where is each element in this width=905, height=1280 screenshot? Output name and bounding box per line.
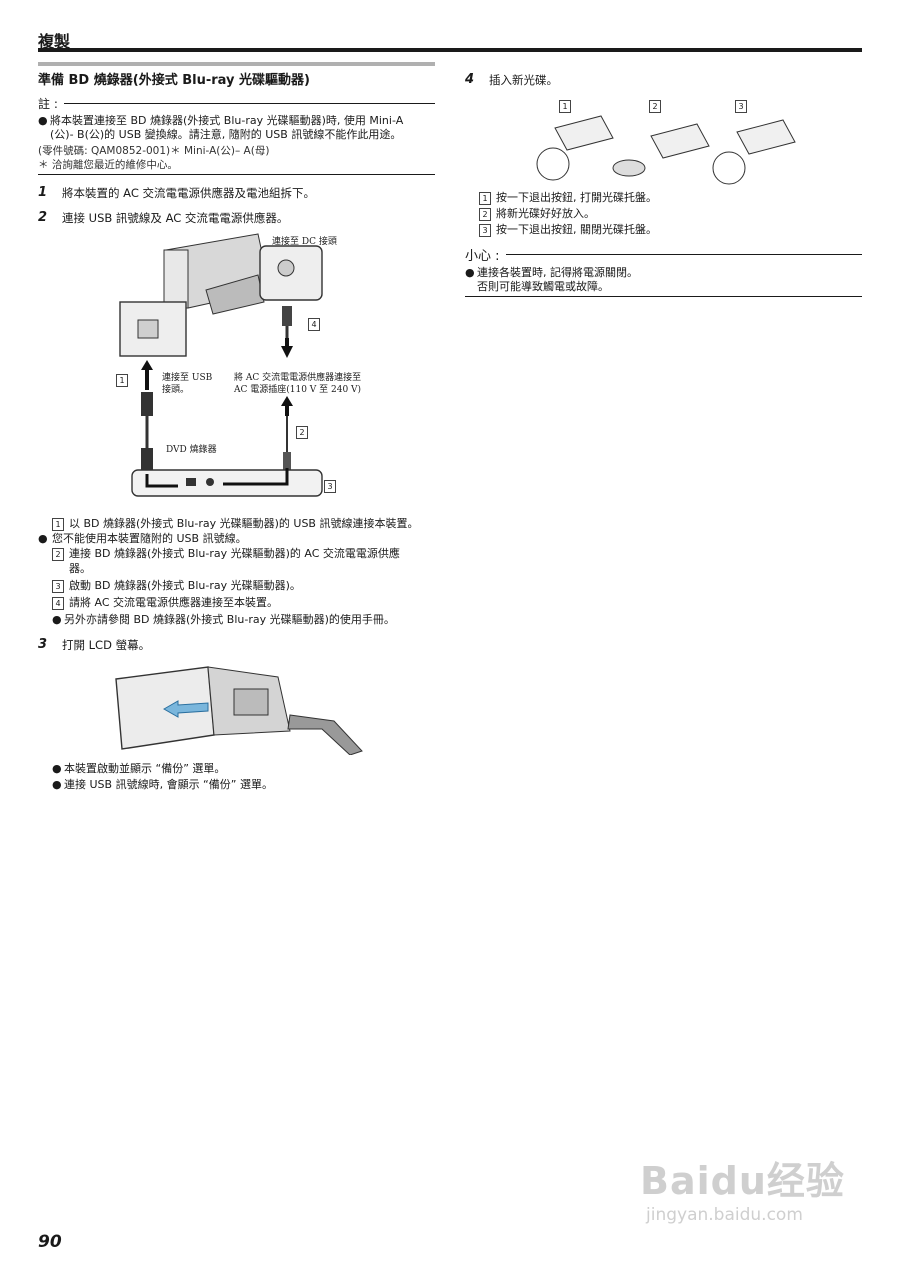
fig-box-3: 3 xyxy=(735,100,747,113)
baidu-watermark: Baidu经验 jingyan.baidu.com xyxy=(640,1150,845,1225)
bullet-text: 您不能使用本裝置隨附的 USB 訊號線。 xyxy=(52,532,247,545)
caution-text-2: 否則可能導致觸電或故障。 xyxy=(477,280,609,293)
connection-diagram: 連接至 DC 接頭 4 1 連接至 USB 接頭。 將 AC 交流電電源供應器連… xyxy=(38,230,435,512)
substep-text: 將新光碟好好放入。 xyxy=(496,207,595,220)
disc-insert-illustration xyxy=(536,115,796,185)
step-text: 連接 USB 訊號線及 AC 交流電電源供應器。 xyxy=(62,211,289,225)
substeps-right: 1 按一下退出按鈕, 打開光碟托盤。 2 將新光碟好好放入。 3 按一下退出按鈕… xyxy=(465,190,862,237)
substep-text: 按一下退出按鈕, 關閉光碟托盤。 xyxy=(496,223,657,236)
watermark-logo: Baidu经验 xyxy=(640,1159,845,1203)
usb-label-1: 連接至 USB xyxy=(162,373,213,383)
note-header: 註 : xyxy=(38,95,435,112)
connection-illustration xyxy=(119,233,323,497)
dc-label: 連接至 DC 接頭 xyxy=(272,237,337,247)
substep-box: 1 xyxy=(479,192,491,205)
substep-text: 按一下退出按鈕, 打開光碟托盤。 xyxy=(496,191,657,204)
section-bar xyxy=(38,62,435,66)
service-note: ＊ 洽詢離您最近的維修中心。 xyxy=(38,159,178,171)
step-number: 4 xyxy=(465,72,475,87)
step-3: 3 打開 LCD 螢幕。 xyxy=(38,637,435,653)
substep-1: 1 按一下退出按鈕, 打開光碟托盤。 xyxy=(465,190,862,205)
bullet-text: 連接 USB 訊號線時, 會顯示 “備份” 選單。 xyxy=(64,778,273,791)
diagram-box-4: 4 xyxy=(308,318,320,331)
substep-2-cont: 器。 xyxy=(69,562,91,575)
substep-3: 3 按一下退出按鈕, 關閉光碟托盤。 xyxy=(465,222,862,237)
page-number: 90 xyxy=(38,1232,62,1252)
bullet-text: 另外亦請參閱 BD 燒錄器(外接式 Blu-ray 光碟驅動器)的使用手冊。 xyxy=(64,613,395,626)
diagram-box-3: 3 xyxy=(324,480,336,493)
step-text: 打開 LCD 螢幕。 xyxy=(62,638,151,652)
substep-box: 1 xyxy=(52,518,64,531)
bullet-usb-menu: ● 連接 USB 訊號線時, 會顯示 “備份” 選單。 xyxy=(38,777,435,792)
bullet-dot-icon: ● xyxy=(52,613,62,626)
substep-1: 1 以 BD 燒錄器(外接式 Blu-ray 光碟驅動器)的 USB 訊號線連接… xyxy=(38,516,435,531)
caution-bullet: ● 連接各裝置時, 記得將電源關閉。 xyxy=(465,266,862,280)
fig-box-2: 2 xyxy=(649,100,661,113)
step-number: 3 xyxy=(38,637,48,652)
note-bullet: ● 將本裝置連接至 BD 燒錄器(外接式 Blu-ray 光碟驅動器)時, 使用… xyxy=(38,114,435,128)
dvd-label: DVD 燒錄器 xyxy=(166,445,217,455)
step-4: 4 插入新光碟。 xyxy=(465,72,862,88)
part-number: (零件號碼: QAM0852-001)＊ Mini-A(公)– A(母) xyxy=(38,145,270,157)
substep-box: 2 xyxy=(52,548,64,561)
diagram-box-2: 2 xyxy=(296,426,308,439)
substep-box: 4 xyxy=(52,597,64,610)
bullet-manual: ● 另外亦請參閱 BD 燒錄器(外接式 Blu-ray 光碟驅動器)的使用手冊。 xyxy=(38,612,435,627)
caution-line xyxy=(505,254,862,255)
section-title: 準備 BD 燒錄器(外接式 Blu-ray 光碟驅動器) xyxy=(38,73,310,88)
fig-box-1: 1 xyxy=(559,100,571,113)
ac-label-2: AC 電源插座(110 V 至 240 V) xyxy=(234,385,362,395)
substep-box: 3 xyxy=(52,580,64,593)
step-3-bullets: ● 本裝置啟動並顯示 “備份” 選單。 ● 連接 USB 訊號線時, 會顯示 “… xyxy=(38,761,435,792)
substep-2: 2 將新光碟好好放入。 xyxy=(465,206,862,221)
step-2: 2 連接 USB 訊號線及 AC 交流電電源供應器。 xyxy=(38,210,435,226)
bullet-dot-icon: ● xyxy=(52,762,62,775)
bullet-text: 本裝置啟動並顯示 “備份” 選單。 xyxy=(64,762,226,775)
substep-text: 請將 AC 交流電電源供應器連接至本裝置。 xyxy=(69,596,279,609)
note-label: 註 : xyxy=(38,97,58,111)
step-number: 2 xyxy=(38,210,48,225)
lcd-open-illustration xyxy=(115,666,363,756)
left-column: 準備 BD 燒錄器(外接式 Blu-ray 光碟驅動器) 註 : ● 將本裝置連… xyxy=(38,62,435,792)
note-text-2: (公)- B(公)的 USB 變換線。請注意, 隨附的 USB 訊號線不能作此用… xyxy=(50,128,402,141)
bullet-dot-icon: ● xyxy=(38,532,48,545)
substep-text: 連接 BD 燒錄器(外接式 Blu-ray 光碟驅動器)的 AC 交流電電源供應 xyxy=(69,547,400,560)
diagram-box-1: 1 xyxy=(116,374,128,387)
substep-text: 啟動 BD 燒錄器(外接式 Blu-ray 光碟驅動器)。 xyxy=(69,579,301,592)
step-number: 1 xyxy=(38,185,48,200)
note-body: ● 將本裝置連接至 BD 燒錄器(外接式 Blu-ray 光碟驅動器)時, 使用… xyxy=(38,114,435,172)
watermark-url: jingyan.baidu.com xyxy=(646,1205,803,1225)
bullet-dot-icon: ● xyxy=(465,266,475,279)
disc-insert-figure: 1 2 3 xyxy=(465,94,862,186)
bullet-dot-icon: ● xyxy=(52,778,62,791)
step-text: 將本裝置的 AC 交流電電源供應器及電池組拆下。 xyxy=(62,186,316,200)
substep-4: 4 請將 AC 交流電電源供應器連接至本裝置。 xyxy=(38,595,435,610)
step-1: 1 將本裝置的 AC 交流電電源供應器及電池組拆下。 xyxy=(38,185,435,201)
note-line xyxy=(63,103,435,104)
substeps-left: 1 以 BD 燒錄器(外接式 Blu-ray 光碟驅動器)的 USB 訊號線連接… xyxy=(38,516,435,627)
caution-body: ● 連接各裝置時, 記得將電源關閉。 否則可能導致觸電或故障。 xyxy=(465,266,862,294)
substep-box: 2 xyxy=(479,208,491,221)
usb-label-2: 接頭。 xyxy=(162,385,190,395)
caution-end-rule xyxy=(465,296,862,297)
note-text-1: 將本裝置連接至 BD 燒錄器(外接式 Blu-ray 光碟驅動器)時, 使用 M… xyxy=(50,114,404,127)
substep-2: 2 連接 BD 燒錄器(外接式 Blu-ray 光碟驅動器)的 AC 交流電電源… xyxy=(38,546,435,561)
substep-3: 3 啟動 BD 燒錄器(外接式 Blu-ray 光碟驅動器)。 xyxy=(38,578,435,593)
bullet-dot-icon: ● xyxy=(38,114,48,127)
bullet-usb-warning: ● 您不能使用本裝置隨附的 USB 訊號線。 xyxy=(38,531,435,546)
note-end-rule xyxy=(38,174,435,175)
caution-header: 小心 : xyxy=(465,245,862,264)
header-rule xyxy=(38,48,862,52)
ac-label-1: 將 AC 交流電電源供應器連接至 xyxy=(234,373,362,383)
substep-text: 以 BD 燒錄器(外接式 Blu-ray 光碟驅動器)的 USB 訊號線連接本裝… xyxy=(69,517,419,530)
substep-box: 3 xyxy=(479,224,491,237)
caution-text-1: 連接各裝置時, 記得將電源關閉。 xyxy=(477,266,638,279)
bullet-menu: ● 本裝置啟動並顯示 “備份” 選單。 xyxy=(38,761,435,776)
page-title: 複製 xyxy=(38,32,71,51)
caution-label: 小心 : xyxy=(465,249,500,264)
right-column: 4 插入新光碟。 1 2 3 1 按一下退出按鈕, 打開光碟托盤。 2 將新光碟… xyxy=(465,72,862,297)
step-text: 插入新光碟。 xyxy=(489,73,558,87)
